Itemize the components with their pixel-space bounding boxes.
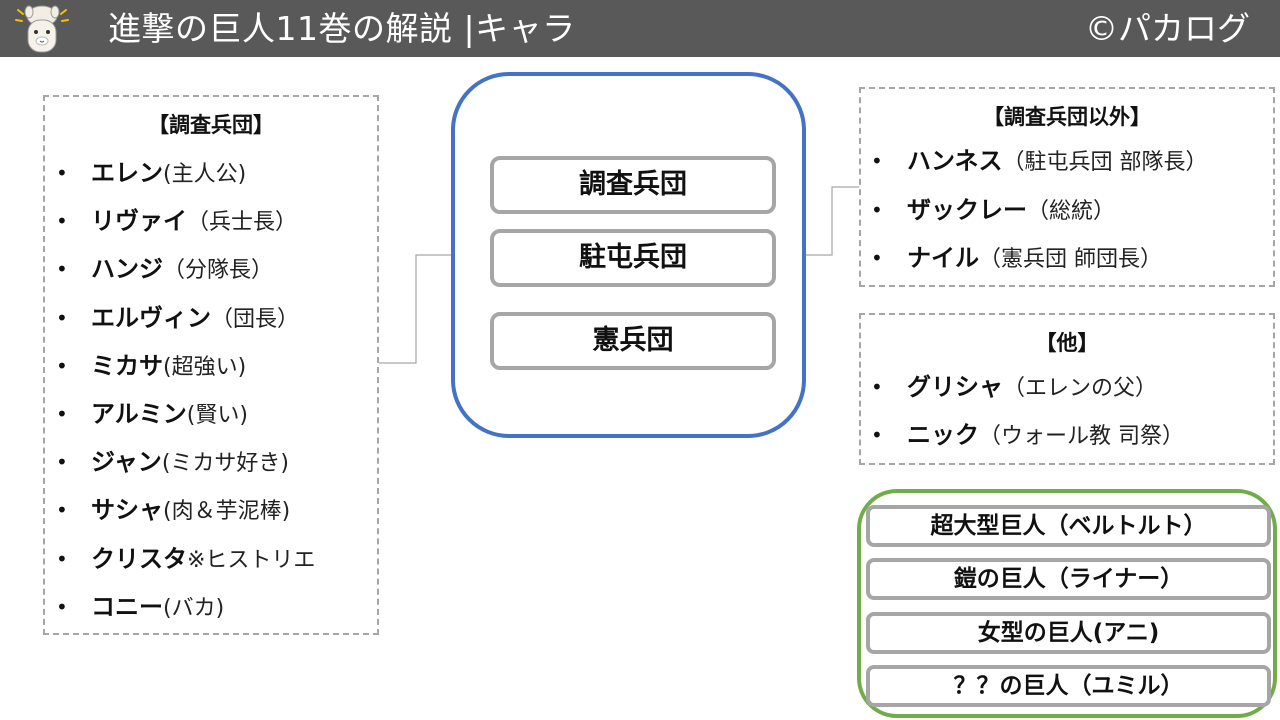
list-item: • リヴァイ（兵士長） (45, 197, 377, 245)
character-name: ミカサ (91, 351, 163, 380)
character-name: ジャン (91, 448, 162, 477)
list-item: • ジャン(ミカサ好き) (45, 438, 377, 486)
non-survey-corps-box: 【調査兵団以外】 • ハンネス（駐屯兵団 部隊長） • ザックレー（総統） • ナイル… (859, 87, 1275, 287)
character-note: (主人公) (163, 162, 247, 187)
bullet-icon: • (871, 375, 883, 399)
bullet-icon: • (871, 423, 883, 447)
bullet-icon: • (56, 257, 68, 282)
other-characters-heading: 【他】 (1035, 331, 1099, 355)
survey-corps-heading: 【調査兵団】 (148, 113, 274, 137)
titan-label: 鎧の巨人（ライナー） (866, 558, 1271, 600)
character-name: エレン (91, 159, 163, 187)
list-item: • ハンジ（分隊長） (45, 245, 377, 293)
bullet-icon: • (56, 498, 68, 523)
titan-label: 超大型巨人（ベルトルト） (866, 505, 1271, 547)
character-name: ハンネス (907, 147, 1003, 175)
character-name: コニー (91, 592, 163, 621)
character-name: ニック (907, 421, 979, 449)
character-name: サシャ (91, 496, 163, 525)
character-note: (超強い) (163, 354, 247, 380)
character-note: （駐屯兵団 部隊長） (1002, 150, 1208, 175)
bullet-icon: • (56, 401, 68, 426)
list-item: • ハンネス（駐屯兵団 部隊長） (861, 137, 1273, 186)
survey-corps-label: 調査兵団 (490, 156, 776, 214)
character-name: ナイル (907, 244, 979, 272)
survey-corps-list: • エレン(主人公) • リヴァイ（兵士長） • ハンジ（分隊長） • エルヴィン（団長… (45, 149, 377, 631)
character-note: （団長） (211, 306, 300, 332)
character-name: アルミン (91, 399, 187, 428)
list-item: • サシャ(肉＆芋泥棒) (45, 486, 377, 534)
titan-label: 女型の巨人(アニ) (866, 612, 1271, 654)
list-item: • コニー(バカ) (45, 583, 377, 631)
non-survey-corps-heading: 【調査兵団以外】 (983, 105, 1151, 129)
character-name: リヴァイ (91, 207, 187, 236)
character-note: （分隊長） (163, 258, 274, 284)
character-note: （エレンの父） (1003, 376, 1158, 401)
bullet-icon: • (56, 450, 68, 475)
list-item: • ナイル（憲兵団 師団長） (861, 234, 1273, 283)
brand-label: ©パカログ (1085, 9, 1250, 48)
other-characters-list: • グリシャ（エレンの父） • ニック（ウォール教 司祭） (861, 363, 1273, 459)
character-note: (バカ) (163, 595, 225, 621)
list-item: • エルヴィン（団長） (45, 294, 377, 342)
garrison-label: 駐屯兵団 (490, 229, 776, 287)
bullet-icon: • (56, 305, 68, 330)
character-note: （総統） (1027, 198, 1116, 224)
survey-corps-box: 【調査兵団】 • エレン(主人公) • リヴァイ（兵士長） • ハンジ（分隊長） • エ… (43, 95, 379, 635)
titan-label: ？？の巨人（ユミル） (866, 665, 1271, 707)
bullet-icon: • (871, 149, 883, 173)
character-name: クリスタ (91, 544, 187, 573)
bullet-icon: • (56, 353, 68, 378)
character-name: ハンジ (91, 255, 163, 284)
character-note: （兵士長） (187, 210, 298, 236)
alpaca-mascot-icon (15, 5, 69, 53)
list-item: • ニック（ウォール教 司祭） (861, 411, 1273, 459)
bullet-icon: • (56, 161, 68, 185)
bullet-icon: • (871, 246, 883, 270)
header-bar: 進撃の巨人11巻の解説 |キャラ ©パカログ (0, 0, 1280, 57)
page-title: 進撃の巨人11巻の解説 |キャラ (108, 9, 576, 48)
list-item: • ザックレー（総統） (861, 186, 1273, 235)
character-note: ※ヒストリエ (187, 547, 316, 573)
character-note: （ウォール教 司祭） (979, 424, 1184, 449)
character-name: ザックレー (907, 195, 1027, 224)
character-note: （憲兵団 師団長） (979, 247, 1162, 272)
list-item: • エレン(主人公) (45, 149, 377, 197)
bullet-icon: • (871, 197, 883, 222)
military-police-label: 憲兵団 (490, 312, 776, 370)
other-characters-box: 【他】 • グリシャ（エレンの父） • ニック（ウォール教 司祭） (859, 313, 1275, 465)
character-name: グリシャ (907, 373, 1003, 401)
list-item: • グリシャ（エレンの父） (861, 363, 1273, 411)
character-note: (賢い) (186, 402, 248, 428)
list-item: • アルミン(賢い) (45, 390, 377, 438)
character-note: (ミカサ好き) (161, 451, 289, 477)
bullet-icon: • (56, 546, 68, 571)
bullet-icon: • (56, 209, 68, 234)
bullet-icon: • (56, 594, 68, 619)
character-name: エルヴィン (91, 303, 211, 332)
list-item: • ミカサ(超強い) (45, 342, 377, 390)
list-item: • クリスタ ※ヒストリエ (45, 535, 377, 583)
character-note: (肉＆芋泥棒) (163, 499, 291, 525)
non-survey-corps-list: • ハンネス（駐屯兵団 部隊長） • ザックレー（総統） • ナイル（憲兵団 師団長） (861, 137, 1273, 283)
